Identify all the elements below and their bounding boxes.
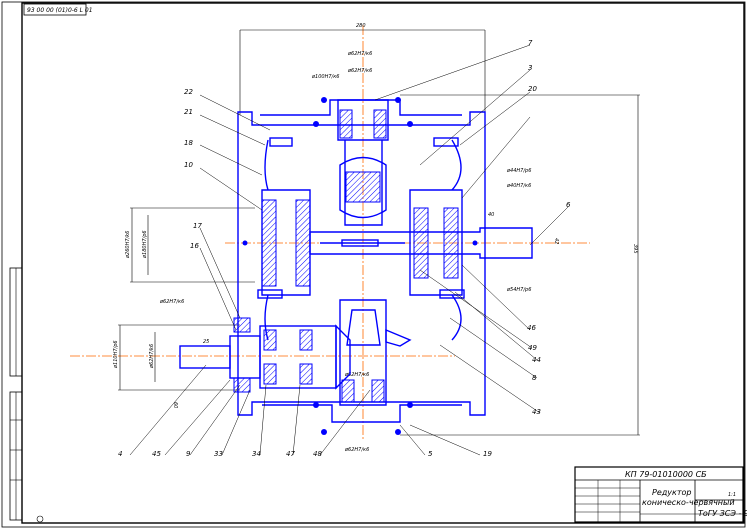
callout-18: 18 [184,139,193,147]
dim-fit-9: ø62H7/к6 [344,447,369,453]
output-shaft [309,227,533,259]
title-block [574,466,744,523]
origin-marker [36,515,44,523]
callout-45: 45 [152,450,161,458]
title-sheet-mark: 1:1 [728,492,736,498]
title-org: ТоГУ ЗСЭ - 91 [698,509,747,518]
dim-fit-8: ø62H7/к6 [344,372,369,378]
callout-8-lower: 8 [532,374,537,382]
dim-fit-2: ø62H7/к6 [347,68,372,74]
callout-19: 19 [483,450,492,458]
dim-fit-1: ø62H7/к6 [347,51,372,57]
dim-fit-6: ø54H7/р6 [506,287,531,293]
callout-48: 48 [313,450,322,458]
corner-stamp-box [23,3,87,16]
callout-33: 33 [214,450,223,458]
bearing-block-right [409,137,465,341]
dim-left-1: ø260H7/k6 [125,231,131,259]
dim-fit-4: ø44H7/р6 [506,168,531,174]
callout-22: 22 [184,88,193,96]
center-axes [70,25,590,440]
dim-small: 40 [488,212,494,218]
callout-3: 3 [528,64,532,72]
dim-fit-7: ø62H7/к6 [159,299,184,305]
dim-left-4: ø62H7/k6 [149,344,155,369]
title-designation: КП 79-01010000 СБ [625,470,707,479]
callout-5: 5 [428,450,433,458]
callout-21: 21 [184,108,193,116]
dim-overall-width: 280 [356,23,366,29]
callout-34: 34 [252,450,261,458]
worm-wheel-left [257,137,311,341]
callout-49: 49 [528,344,537,352]
callout-17: 17 [193,222,202,230]
dim-fit-3: ø100H7/к6 [311,74,339,80]
dim-overall-height: 395 [632,244,638,254]
callout-leaders [129,44,569,456]
dim-shaft: 25 [203,339,209,345]
dim-fit-5: ø40H7/к6 [506,183,531,189]
callout-46: 46 [527,324,536,332]
dim-left-2: ø180H7/p6 [142,230,148,259]
callout-numbers: 22 21 18 10 17 16 4 45 9 33 34 47 48 5 1… [118,39,571,458]
callout-20: 20 [528,85,537,93]
vertical-shaft [337,99,389,406]
callout-6: 6 [566,201,571,209]
left-margin-strips [9,267,23,521]
title-name-line2: коническо-червячный [642,498,735,507]
sheet-inner-frame [21,2,745,524]
callout-9: 9 [186,450,191,458]
dim-bottom: 60 [172,402,178,408]
callout-44: 44 [532,356,541,364]
callout-47: 47 [286,450,295,458]
corner-stamp-text: 93 00 00 (01)0-6 L 01 [27,7,93,14]
input-shaft [179,317,412,393]
callout-16: 16 [190,242,199,250]
callout-10: 10 [184,161,193,169]
callout-4: 4 [118,450,122,458]
dim-left-3: ø110H7/p6 [113,340,119,369]
callout-43: 43 [532,408,541,416]
overall-dimension-lines [118,29,640,436]
callout-7: 7 [528,39,533,47]
dim-right: 42 [553,238,559,244]
title-name-line1: Редуктор [652,488,691,497]
